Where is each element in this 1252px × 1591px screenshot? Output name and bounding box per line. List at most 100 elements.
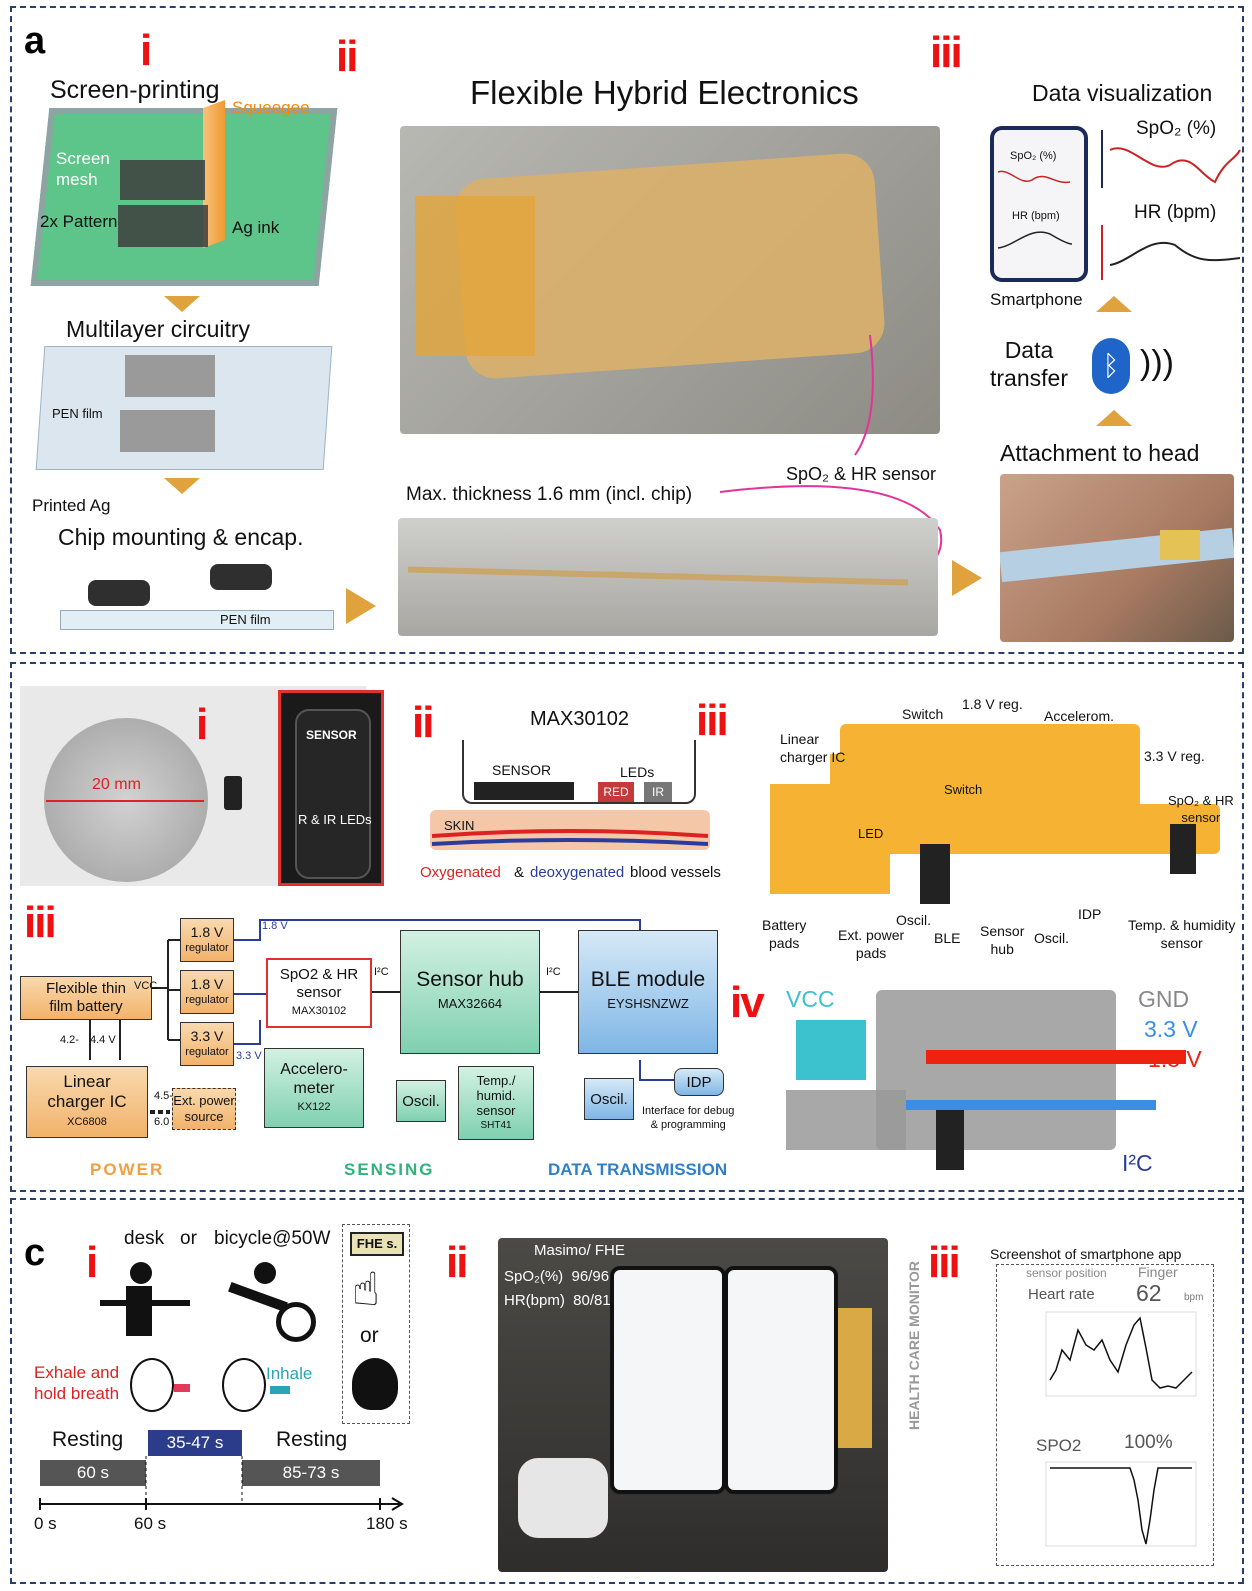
panel-b-iii-label-1: iii	[696, 696, 729, 745]
layer-block-1	[125, 355, 215, 397]
masimo-hr: HR(bpm) 80/81	[504, 1292, 611, 1309]
skin-label: SKIN	[444, 818, 475, 833]
fhe-title: Flexible Hybrid Electronics	[470, 74, 859, 111]
app-title: Screenshot of smartphone app	[990, 1246, 1182, 1262]
accel-name: Accelero- meter	[280, 1060, 348, 1097]
v42-label: 4.2-	[60, 1034, 79, 1046]
panel-a-iii-label: iii	[930, 28, 963, 77]
panel-c-ii-label: ii	[446, 1238, 468, 1287]
inhale-label: Inhale	[266, 1364, 313, 1383]
screen-mesh-label: Screen mesh	[56, 149, 110, 189]
i2c-label-1: I²C	[374, 966, 389, 978]
bluetooth-icon: ᛒ	[1092, 338, 1130, 394]
printed-ag-label: Printed Ag	[32, 496, 111, 515]
coin-label: 20 mm	[92, 776, 141, 793]
temp-part: SHT41	[480, 1120, 512, 1131]
phone-spo2: SpO₂ (%)	[1010, 150, 1057, 162]
seg-2-bar: 85-73 s	[242, 1460, 380, 1486]
down-arrow-2	[164, 478, 200, 494]
i2c-label-2: I²C	[546, 966, 561, 978]
hr-chart-label: HR (bpm)	[1134, 202, 1217, 223]
layout-reg33: 3.3 V reg.	[1144, 748, 1205, 764]
charger-part: XC6808	[67, 1116, 107, 1128]
layout-ble: BLE	[934, 930, 961, 946]
reg-3-voltage: 3.3 V	[190, 1028, 224, 1044]
panel-b-ii-label: ii	[412, 698, 434, 747]
screen-printing-title: Screen-printing	[50, 76, 220, 104]
bicycle-icon	[218, 1262, 318, 1346]
ble-part: EYSHSNZWZ	[607, 996, 689, 1011]
masimo-photo	[498, 1238, 888, 1572]
masimo-title: Masimo/ FHE	[534, 1242, 625, 1259]
app-finger: Finger	[1138, 1264, 1178, 1280]
sensor-label: SpO₂ & HR sensor	[786, 464, 937, 484]
hub-part: MAX32664	[437, 996, 503, 1011]
resting-1: Resting	[52, 1428, 124, 1451]
panel-c	[10, 1198, 1244, 1584]
smartphone-label: Smartphone	[990, 290, 1083, 309]
zoom-sensor-label: SENSOR	[306, 728, 357, 742]
app-hr-value: 62	[1136, 1280, 1162, 1306]
reg-2-voltage: 1.8 V	[190, 976, 224, 992]
reg-1-text: regulator	[185, 942, 229, 954]
head-photo	[1000, 474, 1234, 642]
hand-icon: ☝	[352, 1263, 381, 1315]
fhe-box	[342, 1224, 410, 1424]
desk-label: desk	[124, 1228, 165, 1249]
attachment-title: Attachment to head	[1000, 440, 1200, 466]
layout-switch-2: Switch	[944, 782, 983, 797]
zoom-leds-label: R & IR LEDs	[298, 812, 372, 827]
panel-a-i-label: i	[140, 26, 152, 75]
layout-linear: Linear charger IC	[780, 731, 846, 765]
panel-b	[10, 662, 1244, 1192]
reg-2-text: regulator	[185, 994, 229, 1006]
panel-a-letter: a	[24, 20, 46, 62]
t60-label: 60 s	[134, 1514, 167, 1533]
reg-1-block: 1.8 V regulator	[180, 918, 234, 962]
oxygenated-label: Oxygenated	[420, 864, 501, 881]
wireless-icon: )))	[1140, 344, 1174, 382]
panel-b-iv-label: iv	[730, 978, 765, 1027]
masimo-spo2: SpO₂(%) 96/96	[504, 1268, 610, 1285]
chip-mounting-title: Chip mounting & encap.	[58, 524, 304, 550]
chip-2	[210, 564, 272, 590]
v45-label: 4.5-	[154, 1090, 173, 1102]
app-frame	[996, 1264, 1214, 1566]
reg-1-voltage: 1.8 V	[190, 924, 224, 940]
deoxygenated-label: deoxygenated	[530, 864, 625, 881]
spo2-sensor-name: SpO2 & HR sensor	[279, 966, 359, 1001]
rail-18-label: 1.8 V	[262, 920, 288, 932]
panel-b-iii-label-2: iii	[24, 898, 57, 947]
iv-33: 3.3 V	[1144, 1016, 1198, 1042]
layout-ext: Ext. power pads	[838, 927, 905, 961]
app-spo2-value: 100%	[1124, 1432, 1173, 1453]
pen-film-label-2: PEN film	[220, 612, 271, 627]
max30102-title: MAX30102	[530, 708, 629, 730]
panel-a	[10, 6, 1244, 654]
exhale-label: Exhale and hold breath	[34, 1363, 120, 1403]
head-outline-2	[222, 1358, 266, 1412]
sensor-block-label: SENSOR	[492, 762, 552, 778]
mid-bar: 35-47 s	[148, 1430, 242, 1456]
rail-33-label: 3.3 V	[236, 1050, 262, 1062]
seg-1-bar: 60 s	[40, 1460, 146, 1486]
layout-hub: Sensor hub	[980, 923, 1025, 957]
fhe-photo	[400, 126, 940, 434]
battery-block: Flexible thin film battery	[20, 976, 152, 1020]
oscil-block-2: Oscil.	[584, 1078, 634, 1120]
ag-ink-label: Ag ink	[232, 218, 280, 237]
ext-source-block: Ext. power source	[172, 1088, 236, 1130]
layout-spo2: SpO₂ & HR sensor	[1168, 793, 1234, 825]
layout-oscil-2: Oscil.	[1034, 930, 1069, 946]
power-label: POWER	[90, 1160, 165, 1179]
pattern-block-2	[118, 205, 208, 247]
app-bpm: bpm	[1184, 1292, 1204, 1303]
panel-c-i-label: i	[86, 1238, 98, 1287]
v44-label: 4.4 V	[90, 1034, 116, 1046]
layout-reg18: 1.8 V reg.	[962, 696, 1023, 712]
app-spo2: SPO2	[1036, 1436, 1082, 1455]
bicycle-label: bicycle@50W	[214, 1228, 331, 1249]
layer-block-2	[120, 410, 215, 452]
